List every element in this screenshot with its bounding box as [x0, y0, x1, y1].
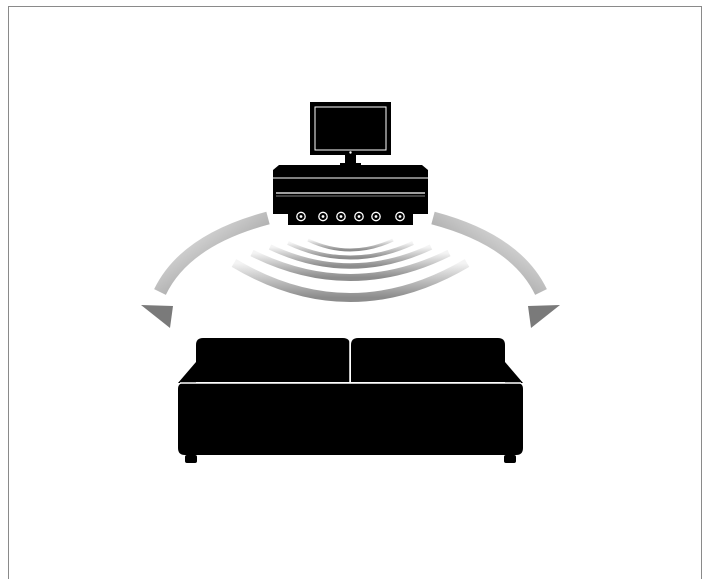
tv-icon	[310, 102, 391, 166]
sofa-icon	[178, 338, 523, 463]
sound-wave-icon	[234, 240, 467, 298]
soundbar-icon	[273, 165, 428, 225]
